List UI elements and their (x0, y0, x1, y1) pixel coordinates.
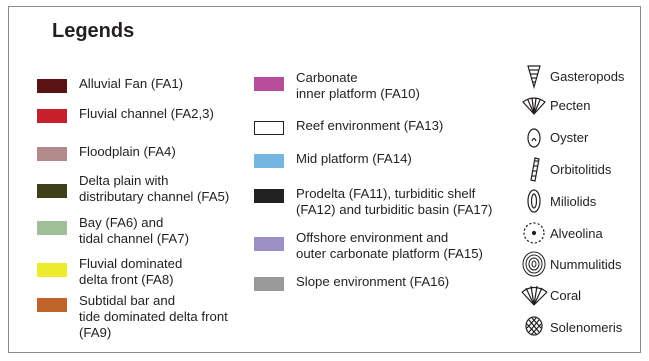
fossil-item-pecten: Pecten (520, 91, 590, 119)
pecten-icon (520, 91, 548, 119)
legend-label: Bay (FA6) and tidal channel (FA7) (79, 215, 189, 246)
legend-label: Floodplain (FA4) (79, 144, 176, 159)
fossil-label: Miliolids (550, 193, 597, 209)
fossil-label: Coral (550, 287, 582, 303)
legend-item-floodplain: Floodplain (FA4) (37, 144, 176, 161)
legend-item-carbonate-inner-platform: Carbonate inner platform (FA10) (254, 70, 420, 102)
legend-item-alluvial-fan: Alluvial Fan (FA1) (37, 76, 183, 93)
oyster-icon (520, 123, 548, 151)
gastropod-icon (520, 62, 548, 90)
fossil-item-solenomeris: Solenomeris (520, 313, 622, 341)
legend-label: Fluvial channel (FA2,3) (79, 106, 214, 121)
legend-label: Fluvial dominated delta front (FA8) (79, 256, 183, 287)
legend-label: Delta plain with distributary channel (F… (79, 173, 230, 204)
legend-label: Prodelta (FA11), turbiditic shelf (FA12)… (296, 186, 493, 217)
legend-item-fluvial-channel: Fluvial channel (FA2,3) (37, 106, 214, 123)
legend-title: Legends (52, 20, 135, 42)
fossil-label: Orbitolitids (550, 161, 612, 177)
legend-item-fluvial-delta-front: Fluvial dominated delta front (FA8) (37, 256, 182, 288)
color-swatch (254, 277, 284, 291)
solenomeris-icon (520, 313, 548, 341)
legend-label: Carbonate inner platform (FA10) (296, 70, 420, 101)
fossil-item-orbitolitids: Orbitolitids (520, 155, 611, 183)
color-swatch (37, 79, 67, 93)
legend-label: Reef environment (FA13) (296, 118, 444, 133)
coral-icon (520, 281, 548, 309)
fossil-item-nummulitids: Nummulitids (520, 250, 622, 278)
fossil-item-oyster: Oyster (520, 123, 588, 151)
color-swatch (37, 184, 67, 198)
nummulitid-icon (520, 250, 548, 278)
color-swatch (254, 77, 284, 91)
legend-label: Alluvial Fan (FA1) (79, 76, 184, 91)
fossil-label: Gasteropods (550, 68, 625, 84)
color-swatch (37, 298, 67, 312)
color-swatch (254, 189, 284, 203)
color-swatch (37, 263, 67, 277)
color-swatch (37, 221, 67, 235)
orbitolitid-icon (520, 155, 548, 183)
alveolina-icon (520, 219, 548, 247)
fossil-label: Pecten (550, 97, 591, 113)
fossil-item-miliolids: Miliolids (520, 187, 596, 215)
fossil-label: Solenomeris (550, 319, 623, 335)
fossil-label: Oyster (550, 129, 589, 145)
fossil-item-gasteropods: Gasteropods (520, 62, 624, 90)
legend-item-reef-environment: Reef environment (FA13) (254, 118, 443, 135)
fossil-item-alveolina: Alveolina (520, 219, 603, 247)
legend-item-slope: Slope environment (FA16) (254, 274, 449, 291)
legend-item-subtidal-bar: Subtidal bar and tide dominated delta fr… (37, 293, 228, 341)
legend-label: Offshore environment and outer carbonate… (296, 230, 483, 261)
color-swatch (254, 237, 284, 251)
fossil-label: Alveolina (550, 225, 603, 241)
fossil-item-coral: Coral (520, 281, 581, 309)
legend-item-bay: Bay (FA6) and tidal channel (FA7) (37, 215, 189, 247)
legend-item-prodelta: Prodelta (FA11), turbiditic shelf (FA12)… (254, 186, 492, 218)
color-swatch (37, 109, 67, 123)
legend-label: Slope environment (FA16) (296, 274, 450, 289)
fossil-label: Nummulitids (550, 256, 622, 272)
legend-item-delta-plain: Delta plain with distributary channel (F… (37, 173, 229, 205)
color-swatch (254, 121, 284, 135)
color-swatch (37, 147, 67, 161)
miliolid-icon (520, 187, 548, 215)
color-swatch (254, 154, 284, 168)
legend-label: Subtidal bar and tide dominated delta fr… (79, 293, 228, 340)
legend-label: Mid platform (FA14) (296, 151, 412, 166)
legend-item-mid-platform: Mid platform (FA14) (254, 151, 412, 168)
legend-item-offshore: Offshore environment and outer carbonate… (254, 230, 483, 262)
